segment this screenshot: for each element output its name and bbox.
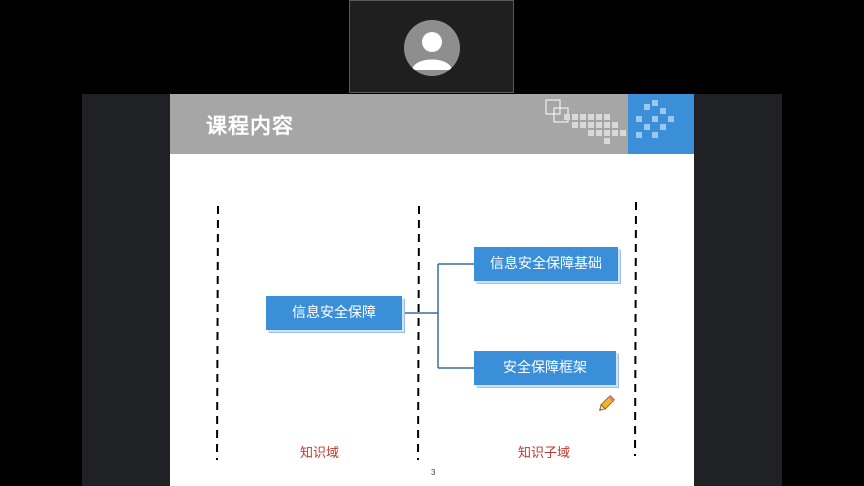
root-node: 信息安全保障 [266, 296, 402, 330]
root-node-label: 信息安全保障 [292, 305, 376, 321]
child-node-1: 信息安全保障基础 [474, 247, 618, 281]
knowledge-domain-label: 知识域 [300, 446, 340, 461]
divider-left [216, 206, 219, 460]
child-node-1-label: 信息安全保障基础 [490, 256, 602, 272]
child-node-2: 安全保障框架 [474, 351, 616, 385]
slide-title: 课程内容 [206, 114, 294, 138]
header-decoration [545, 94, 694, 154]
tree-connector [402, 263, 474, 369]
divider-right [634, 202, 637, 456]
slide-page-number: 3 [431, 468, 436, 477]
user-silhouette-icon [404, 20, 460, 76]
divider-middle [417, 206, 420, 460]
participant-video-tile[interactable] [349, 0, 514, 93]
knowledge-subdomain-label: 知识子域 [518, 446, 571, 461]
slide-header: 课程内容 [170, 94, 694, 154]
pencil-icon[interactable] [596, 394, 616, 414]
child-node-2-label: 安全保障框架 [503, 360, 587, 376]
presentation-slide: 课程内容 [170, 94, 694, 486]
